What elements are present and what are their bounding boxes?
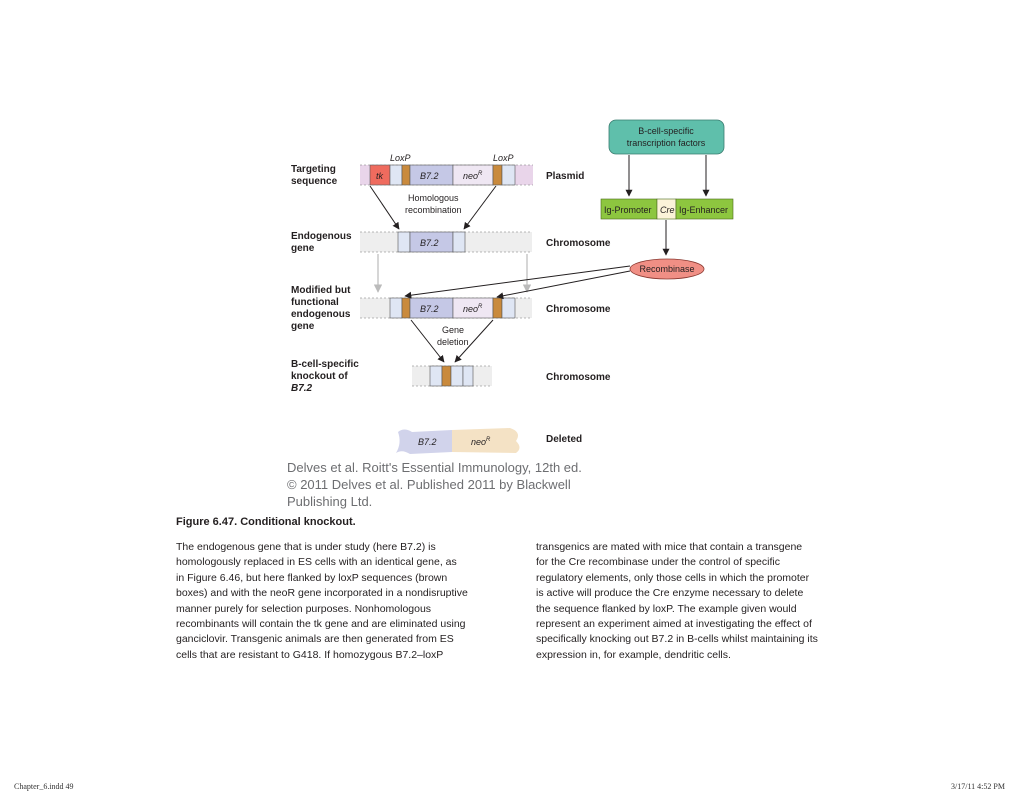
label-targeting-sequence: Targeting sequence xyxy=(291,164,338,187)
svg-text:endogenous: endogenous xyxy=(291,309,351,320)
knockout-chromosome xyxy=(412,365,492,387)
deleted-fragment: B7.2 neoR xyxy=(396,428,520,454)
arrow-deletion-left xyxy=(410,319,445,363)
svg-text:Endogenous: Endogenous xyxy=(291,231,352,242)
label-endogenous-gene: Endogenous gene xyxy=(291,231,352,254)
loxp-box-1 xyxy=(401,164,411,186)
label-plasmid: Plasmid xyxy=(546,171,584,182)
svg-text:B-cell-specific: B-cell-specific xyxy=(638,126,694,136)
gene-deletion-label: Gene deletion xyxy=(437,325,469,347)
caption-line: manner purely for selection purposes. No… xyxy=(176,602,432,615)
svg-text:Cre: Cre xyxy=(660,205,675,215)
caption-column-2: transgenics are mated with mice that con… xyxy=(536,540,854,663)
svg-text:recombination: recombination xyxy=(405,205,462,215)
arrow-recombinase-left xyxy=(404,265,631,299)
svg-text:Homologous: Homologous xyxy=(408,193,459,203)
homologous-recombination-label: Homologous recombination xyxy=(405,193,462,215)
svg-text:sequence: sequence xyxy=(291,176,338,187)
caption-line: regulatory elements, only those cells in… xyxy=(536,571,810,584)
svg-text:Modified but: Modified but xyxy=(291,285,351,296)
loxp-label-2: LoxP xyxy=(493,153,514,163)
ig-enhancer-box xyxy=(675,198,734,220)
arrow-deletion-right xyxy=(454,319,494,363)
caption-line: represent an experiment aimed at investi… xyxy=(536,618,812,631)
figure-caption-title: Figure 6.47. Conditional knockout. xyxy=(176,516,356,528)
footer-timestamp: 3/17/11 4:52 PM xyxy=(951,782,1005,791)
label-deleted: Deleted xyxy=(546,434,582,445)
svg-text:neoR: neoR xyxy=(471,437,491,447)
svg-text:Ig-Promoter: Ig-Promoter xyxy=(604,205,652,215)
svg-text:B7.2: B7.2 xyxy=(291,383,313,394)
cre-construct: Ig-Promoter Cre Ig-Enhancer xyxy=(600,198,734,220)
svg-text:Ig-Enhancer: Ig-Enhancer xyxy=(679,205,728,215)
svg-text:gene: gene xyxy=(291,321,315,332)
svg-text:B7.2: B7.2 xyxy=(418,437,437,447)
copyright-credit: Delves et al. Roitt's Essential Immunolo… xyxy=(287,459,617,510)
arrow-recomb-right xyxy=(463,185,497,230)
credit-line-2: © 2011 Delves et al. Published 2011 by B… xyxy=(287,477,571,492)
arrow-recombinase-right xyxy=(496,270,631,300)
modified-chromosome: B7.2 neoR xyxy=(360,297,532,319)
caption-line: the sequence flanked by loxP. The exampl… xyxy=(536,602,797,615)
svg-text:Recombinase: Recombinase xyxy=(639,264,694,274)
caption-line: specifically knocking out B7.2 in B-cell… xyxy=(536,633,818,646)
svg-text:Gene: Gene xyxy=(442,325,464,335)
svg-text:functional: functional xyxy=(291,297,339,308)
arrow-recomb-left xyxy=(369,185,400,230)
svg-text:neoR: neoR xyxy=(463,304,483,314)
credit-line-3: Publishing Ltd. xyxy=(287,494,373,509)
conditional-knockout-diagram: Targeting sequence Endogenous gene Modif… xyxy=(291,119,734,454)
caption-line: is active will produce the Cre enzyme ne… xyxy=(536,587,804,600)
svg-text:B7.2: B7.2 xyxy=(420,304,439,314)
caption-line: recombinants will contain the tk gene an… xyxy=(176,618,466,631)
caption-line: ganciclovir. Transgenic animals are then… xyxy=(176,633,454,646)
caption-line: The endogenous gene that is under study … xyxy=(176,541,436,553)
svg-text:transcription factors: transcription factors xyxy=(627,138,706,148)
caption-line: expression in, for example, dendritic ce… xyxy=(536,648,731,661)
endogenous-chromosome: B7.2 xyxy=(360,231,532,253)
caption-line: boxes) and with the neoR gene incorporat… xyxy=(176,587,468,600)
tf-box: B-cell-specific transcription factors xyxy=(608,119,725,155)
caption-line: for the Cre recombinase under the contro… xyxy=(536,556,780,569)
label-chromosome-1: Chromosome xyxy=(546,238,611,249)
label-chromosome-3: Chromosome xyxy=(546,372,611,383)
svg-text:B7.2: B7.2 xyxy=(420,238,439,248)
caption-line: cells that are resistant to G418. If hom… xyxy=(176,648,444,661)
label-modified-gene: Modified but functional endogenous gene xyxy=(291,285,351,332)
loxp-label-1: LoxP xyxy=(390,153,411,163)
recombinase-ellipse: Recombinase xyxy=(629,258,705,280)
credit-line-1: Delves et al. Roitt's Essential Immunolo… xyxy=(287,460,582,475)
caption-line: transgenics are mated with mice that con… xyxy=(536,541,803,553)
loxp-box-2 xyxy=(492,164,503,186)
plasmid-construct: tk B7.2 neoR LoxP LoxP xyxy=(360,153,533,186)
svg-text:deletion: deletion xyxy=(437,337,469,347)
svg-text:neoR: neoR xyxy=(463,171,483,181)
footer-filename: Chapter_6.indd 49 xyxy=(14,782,74,791)
svg-text:gene: gene xyxy=(291,243,315,254)
svg-text:B-cell-specific: B-cell-specific xyxy=(291,359,359,370)
caption-column-1: The endogenous gene that is under study … xyxy=(176,540,506,663)
caption-line: homologously replaced in ES cells with a… xyxy=(176,556,457,569)
caption-line: in Figure 6.46, but here flanked by loxP… xyxy=(176,571,448,584)
label-chromosome-2: Chromosome xyxy=(546,304,611,315)
label-knockout: B-cell-specific knockout of B7.2 xyxy=(291,359,359,394)
svg-text:B7.2: B7.2 xyxy=(420,171,439,181)
svg-text:knockout of: knockout of xyxy=(291,371,348,382)
svg-text:Targeting: Targeting xyxy=(291,164,336,175)
tk-label: tk xyxy=(376,171,384,181)
